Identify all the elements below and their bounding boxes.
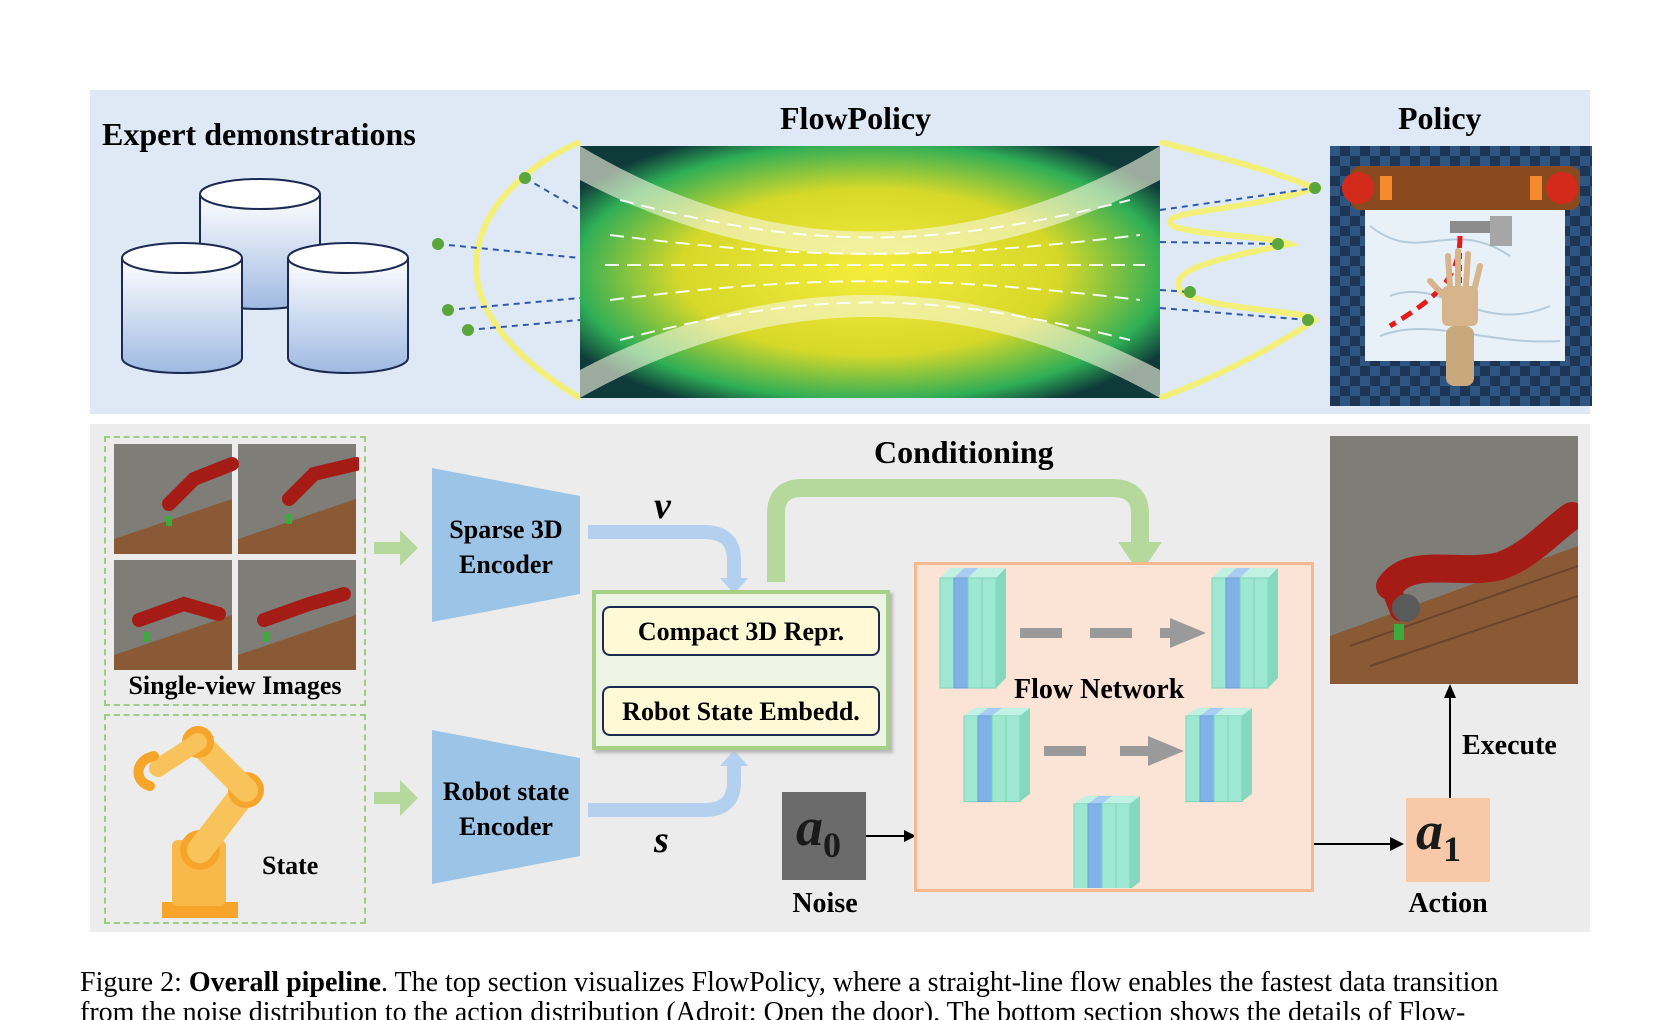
action-symbol-letter: a — [1416, 801, 1443, 861]
single-view-images-box — [104, 436, 366, 706]
flow-field-visualization — [432, 140, 1324, 401]
flow-network-label: Flow Network — [1014, 674, 1185, 705]
policy-robot-hand-image — [1330, 146, 1592, 406]
conditioning-arrow — [767, 479, 1162, 582]
s-symbol: s — [654, 819, 669, 861]
database-icon — [121, 178, 409, 374]
v-symbol: v — [654, 485, 671, 527]
execution-robot-image — [1330, 436, 1578, 684]
flowpolicy-title: FlowPolicy — [780, 100, 932, 136]
robot-encoder-line2: Encoder — [459, 812, 553, 841]
robot-encoder-line1: Robot state — [442, 777, 570, 806]
execute-arrow — [1444, 684, 1456, 798]
caption-bold: Overall pipeline — [188, 967, 381, 998]
flow-network-layers — [939, 568, 1279, 888]
figure-caption-line1: Figure 2: Overall pipeline. The top sect… — [80, 966, 1498, 1000]
action-label: Action — [1408, 888, 1488, 919]
state-box — [104, 714, 366, 924]
network-output-arrow — [1314, 837, 1404, 851]
sparse-encoder-line1: Sparse 3D — [449, 515, 563, 544]
state-label: State — [262, 851, 319, 880]
robot-arm-icon — [133, 726, 264, 918]
action-symbol-subscript: 1 — [1443, 828, 1461, 869]
input-arrows — [374, 530, 418, 816]
noise-image — [782, 792, 866, 880]
noise-label: Noise — [792, 888, 858, 919]
encoders-shapes — [432, 468, 580, 884]
noise-symbol: a0 — [796, 796, 841, 866]
single-view-images-label: Single-view Images — [128, 671, 342, 700]
compact-3d-repr: Compact 3D Repr. — [602, 606, 880, 656]
figure-caption-line2: from the noise distribution to the actio… — [80, 997, 1466, 1020]
single-view-images-grid — [114, 444, 359, 670]
robot-state-embedding: Robot State Embedd. — [602, 686, 880, 736]
expert-demonstrations-title: Expert demonstrations — [102, 116, 416, 152]
noise-symbol-letter: a — [796, 797, 823, 857]
execute-label: Execute — [1462, 730, 1557, 761]
action-box — [1406, 798, 1490, 882]
robot-state-encoder: Robot state Encoder — [430, 774, 582, 844]
encoder-output-arrows — [588, 525, 748, 817]
caption-line1-text: . The top section visualizes FlowPolicy,… — [381, 967, 1499, 998]
action-symbol: a1 — [1416, 800, 1461, 870]
conditioning-label: Conditioning — [874, 434, 1054, 470]
noise-arrow — [866, 830, 916, 842]
sparse-3d-encoder: Sparse 3D Encoder — [430, 512, 582, 582]
sparse-encoder-line2: Encoder — [459, 550, 553, 579]
caption-prefix: Figure 2: — [80, 967, 189, 998]
policy-title: Policy — [1398, 100, 1482, 136]
noise-symbol-subscript: 0 — [823, 824, 841, 865]
